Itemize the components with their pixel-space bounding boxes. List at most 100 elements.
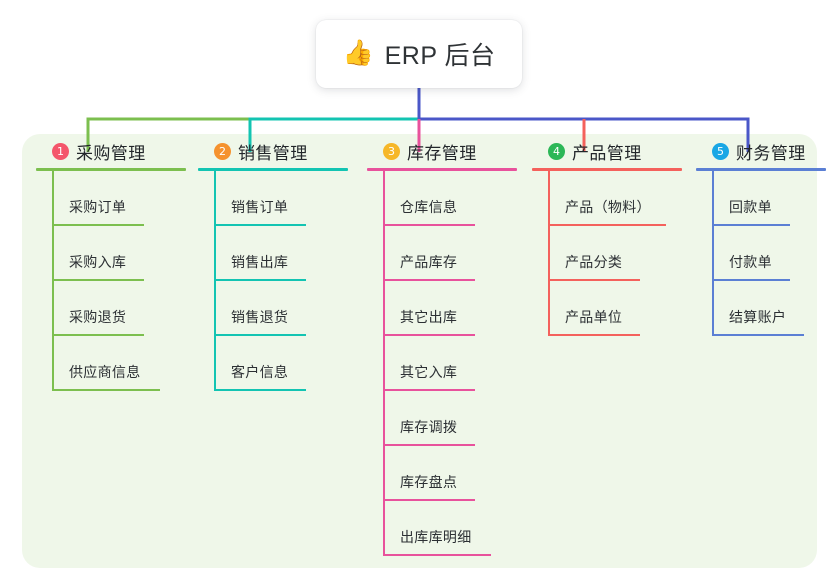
leaf-item[interactable]: 销售订单 [198, 171, 348, 226]
branch-header-1[interactable]: 1 采购管理 [36, 134, 186, 168]
leaf-list-5: 回款单付款单结算账户 [696, 171, 826, 336]
leaf-label: 库存盘点 [400, 474, 458, 490]
branch-column-2: 2 销售管理销售订单销售出库销售退货客户信息 [198, 134, 348, 391]
leaf-label: 产品（物料） [565, 199, 651, 215]
leaf-label: 其它入库 [400, 364, 458, 380]
leaf-label: 结算账户 [729, 309, 787, 325]
leaf-underline [548, 334, 640, 336]
leaf-spine-3 [383, 171, 385, 556]
leaf-underline [52, 334, 144, 336]
leaf-list-3: 仓库信息产品库存其它出库其它入库库存调拨库存盘点出库库明细 [367, 171, 517, 556]
leaf-underline [712, 279, 790, 281]
leaf-label: 客户信息 [231, 364, 289, 380]
leaf-spine-1 [52, 171, 54, 391]
leaf-underline [712, 334, 804, 336]
leaf-item[interactable]: 产品分类 [532, 226, 682, 281]
leaf-underline [548, 224, 666, 226]
branch-column-1: 1 采购管理采购订单采购入库采购退货供应商信息 [36, 134, 186, 391]
root-node[interactable]: 👍 ERP 后台 [316, 20, 522, 88]
leaf-item[interactable]: 客户信息 [198, 336, 348, 391]
leaf-label: 采购退货 [69, 309, 127, 325]
branch-underline-5 [696, 168, 826, 171]
leaf-label: 产品单位 [565, 309, 623, 325]
leaf-label: 付款单 [729, 254, 772, 270]
leaf-underline [548, 279, 640, 281]
leaf-item[interactable]: 仓库信息 [367, 171, 517, 226]
leaf-list-4: 产品（物料） 产品分类产品单位 [532, 171, 682, 336]
leaf-item[interactable]: 库存盘点 [367, 446, 517, 501]
branch-badge-1: 1 [52, 142, 69, 160]
leaf-label: 仓库信息 [400, 199, 458, 215]
branch-column-3: 3 库存管理仓库信息产品库存其它出库其它入库库存调拨库存盘点出库库明细 [367, 134, 517, 556]
leaf-item[interactable]: 采购入库 [36, 226, 186, 281]
leaf-underline [214, 279, 306, 281]
leaf-item[interactable]: 库存调拨 [367, 391, 517, 446]
branch-column-4: 4 产品管理产品（物料） 产品分类产品单位 [532, 134, 682, 336]
leaf-underline [52, 279, 144, 281]
leaf-label: 库存调拨 [400, 419, 458, 435]
leaf-item[interactable]: 采购退货 [36, 281, 186, 336]
leaf-underline [214, 334, 306, 336]
branch-underline-2 [198, 168, 348, 171]
leaf-item[interactable]: 结算账户 [696, 281, 826, 336]
branch-badge-2: 2 [214, 142, 231, 160]
leaf-item[interactable]: 采购订单 [36, 171, 186, 226]
branch-badge-4: 4 [548, 142, 565, 160]
leaf-item[interactable]: 供应商信息 [36, 336, 186, 391]
leaf-label: 供应商信息 [69, 364, 141, 380]
leaf-underline [52, 389, 160, 391]
leaf-label: 销售出库 [231, 254, 289, 270]
branch-badge-3: 3 [383, 142, 400, 160]
branch-header-3[interactable]: 3 库存管理 [367, 134, 517, 168]
leaf-underline [383, 554, 491, 556]
branch-header-2[interactable]: 2 销售管理 [198, 134, 348, 168]
root-node-label: ERP 后台 [384, 42, 496, 70]
leaf-underline [383, 279, 475, 281]
leaf-underline [383, 499, 475, 501]
leaf-label: 采购入库 [69, 254, 127, 270]
leaf-underline [712, 224, 790, 226]
leaf-underline [383, 334, 475, 336]
leaf-item[interactable]: 其它出库 [367, 281, 517, 336]
leaf-item[interactable]: 产品单位 [532, 281, 682, 336]
leaf-item[interactable]: 其它入库 [367, 336, 517, 391]
leaf-label: 销售退货 [231, 309, 289, 325]
branch-header-4[interactable]: 4 产品管理 [532, 134, 682, 168]
branch-title-3: 库存管理 [407, 143, 477, 163]
thumbs-up-icon: 👍 [342, 38, 374, 67]
leaf-item[interactable]: 产品库存 [367, 226, 517, 281]
leaf-underline [383, 444, 475, 446]
leaf-list-2: 销售订单销售出库销售退货客户信息 [198, 171, 348, 391]
leaf-item[interactable]: 销售出库 [198, 226, 348, 281]
leaf-label: 产品分类 [565, 254, 623, 270]
branch-title-4: 产品管理 [572, 143, 642, 163]
leaf-label: 出库库明细 [400, 529, 472, 545]
leaf-item[interactable]: 回款单 [696, 171, 826, 226]
leaf-label: 采购订单 [69, 199, 127, 215]
leaf-underline [383, 389, 475, 391]
branch-underline-4 [532, 168, 682, 171]
leaf-spine-2 [214, 171, 216, 391]
leaf-list-1: 采购订单采购入库采购退货供应商信息 [36, 171, 186, 391]
branch-title-2: 销售管理 [238, 143, 308, 163]
leaf-label: 其它出库 [400, 309, 458, 325]
branch-underline-3 [367, 168, 517, 171]
branch-underline-1 [36, 168, 186, 171]
leaf-item[interactable]: 付款单 [696, 226, 826, 281]
leaf-item[interactable]: 产品（物料） [532, 171, 682, 226]
leaf-underline [52, 224, 144, 226]
branch-title-1: 采购管理 [76, 143, 146, 163]
branch-badge-5: 5 [712, 142, 729, 160]
leaf-label: 产品库存 [400, 254, 458, 270]
branch-columns: 1 采购管理采购订单采购入库采购退货供应商信息 2 销售管理销售订单销售出库销售退货客… [0, 134, 839, 568]
leaf-label: 销售订单 [231, 199, 289, 215]
leaf-underline [383, 224, 475, 226]
leaf-item[interactable]: 销售退货 [198, 281, 348, 336]
leaf-underline [214, 389, 306, 391]
leaf-spine-4 [548, 171, 550, 336]
leaf-item[interactable]: 出库库明细 [367, 501, 517, 556]
leaf-underline [214, 224, 306, 226]
